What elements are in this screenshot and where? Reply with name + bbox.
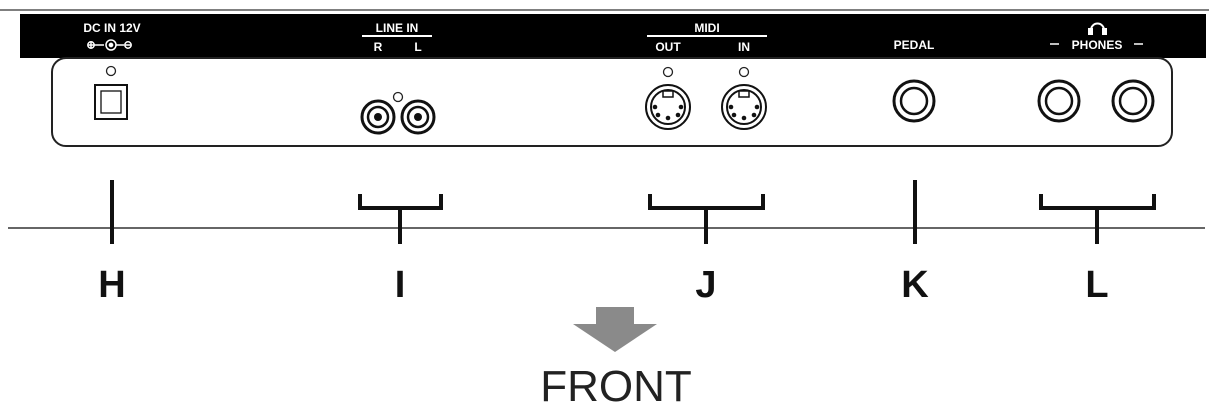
bracket-l [1039, 194, 1156, 244]
dc-in-jack [94, 84, 128, 120]
line-in-indicator-hole [392, 91, 404, 103]
label-strip [20, 14, 1206, 58]
line-in-r-jack [360, 99, 396, 135]
bracket-j [648, 194, 765, 244]
headphones-icon [1088, 22, 1107, 35]
callout-h: H [98, 264, 125, 306]
midi-in-indicator-hole [738, 66, 750, 78]
callout-l: L [1085, 264, 1108, 306]
line-in-label: LINE IN [376, 21, 419, 35]
midi-out-label: OUT [655, 40, 681, 54]
dc-indicator-hole [105, 65, 117, 77]
phones-jack-1 [1037, 79, 1081, 123]
rear-panel [51, 57, 1173, 147]
pedal-label: PEDAL [894, 38, 935, 52]
line-in-l-jack [400, 99, 436, 135]
callout-i: I [395, 264, 406, 306]
line-in-r-label: R [374, 40, 383, 54]
bracket-i [358, 194, 443, 244]
line-in-l-label: L [414, 40, 421, 54]
midi-out-jack [645, 84, 691, 130]
midi-out-indicator-hole [662, 66, 674, 78]
midi-in-jack [721, 84, 767, 130]
dc-in-label: DC IN 12V [83, 21, 140, 35]
callout-j: J [695, 264, 716, 306]
arrow-down-icon [573, 307, 657, 352]
midi-label: MIDI [694, 21, 719, 35]
phones-jack-2 [1111, 79, 1155, 123]
midi-in-label: IN [738, 40, 750, 54]
polarity-symbol-icon [87, 39, 132, 51]
callout-k: K [901, 264, 929, 306]
front-label: FRONT [540, 362, 692, 409]
pedal-jack [892, 79, 936, 123]
phones-label: PHONES [1072, 38, 1123, 52]
